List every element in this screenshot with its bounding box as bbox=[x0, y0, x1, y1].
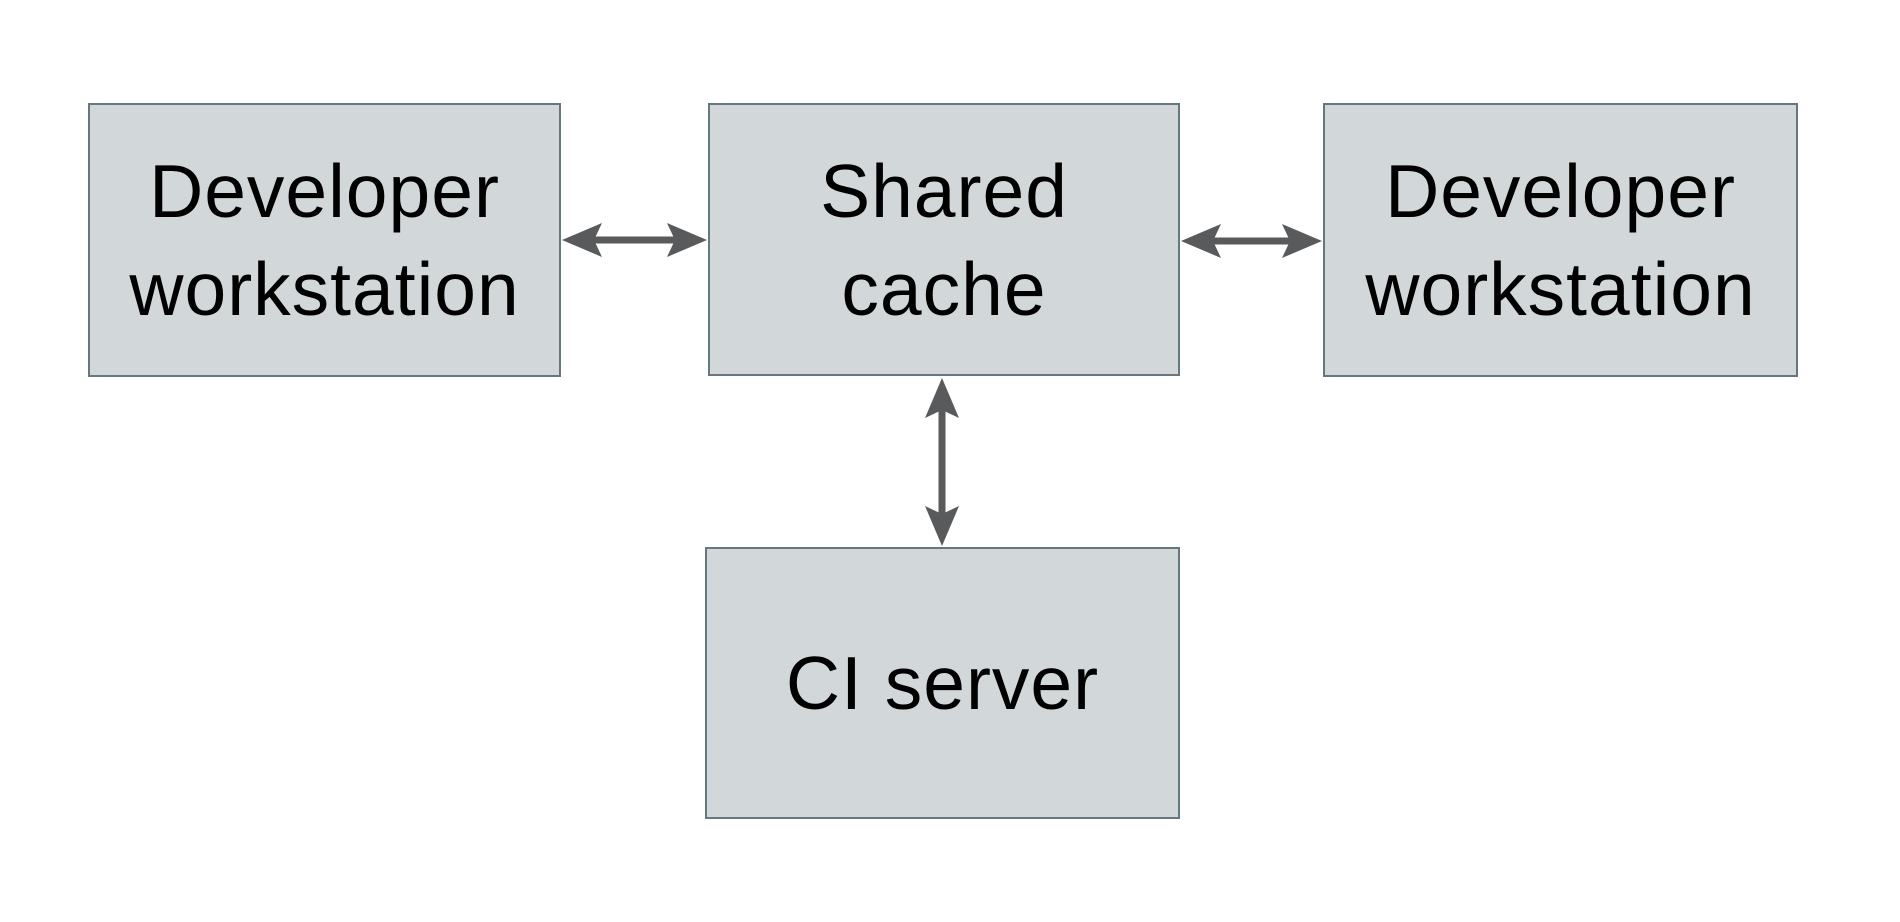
bidirectional-arrow-cache-right-workstation bbox=[1181, 224, 1322, 258]
node-label-line: workstation bbox=[129, 247, 520, 331]
node-label-line: Developer bbox=[149, 149, 500, 233]
bidirectional-arrow-left-workstation-cache bbox=[562, 223, 707, 257]
node-label-line: Developer bbox=[1385, 149, 1736, 233]
node-label-line: workstation bbox=[1365, 247, 1756, 331]
node-label-line: cache bbox=[841, 246, 1047, 331]
node-shared-cache: Shared cache bbox=[708, 103, 1180, 376]
node-developer-workstation-right: Developer workstation bbox=[1323, 103, 1798, 377]
node-label-line: Shared bbox=[820, 148, 1068, 233]
node-ci-server: CI server bbox=[705, 547, 1180, 819]
node-label-line: CI server bbox=[785, 641, 1100, 725]
bidirectional-arrow-cache-ci-server bbox=[925, 378, 959, 546]
node-developer-workstation-left: Developer workstation bbox=[88, 103, 561, 377]
